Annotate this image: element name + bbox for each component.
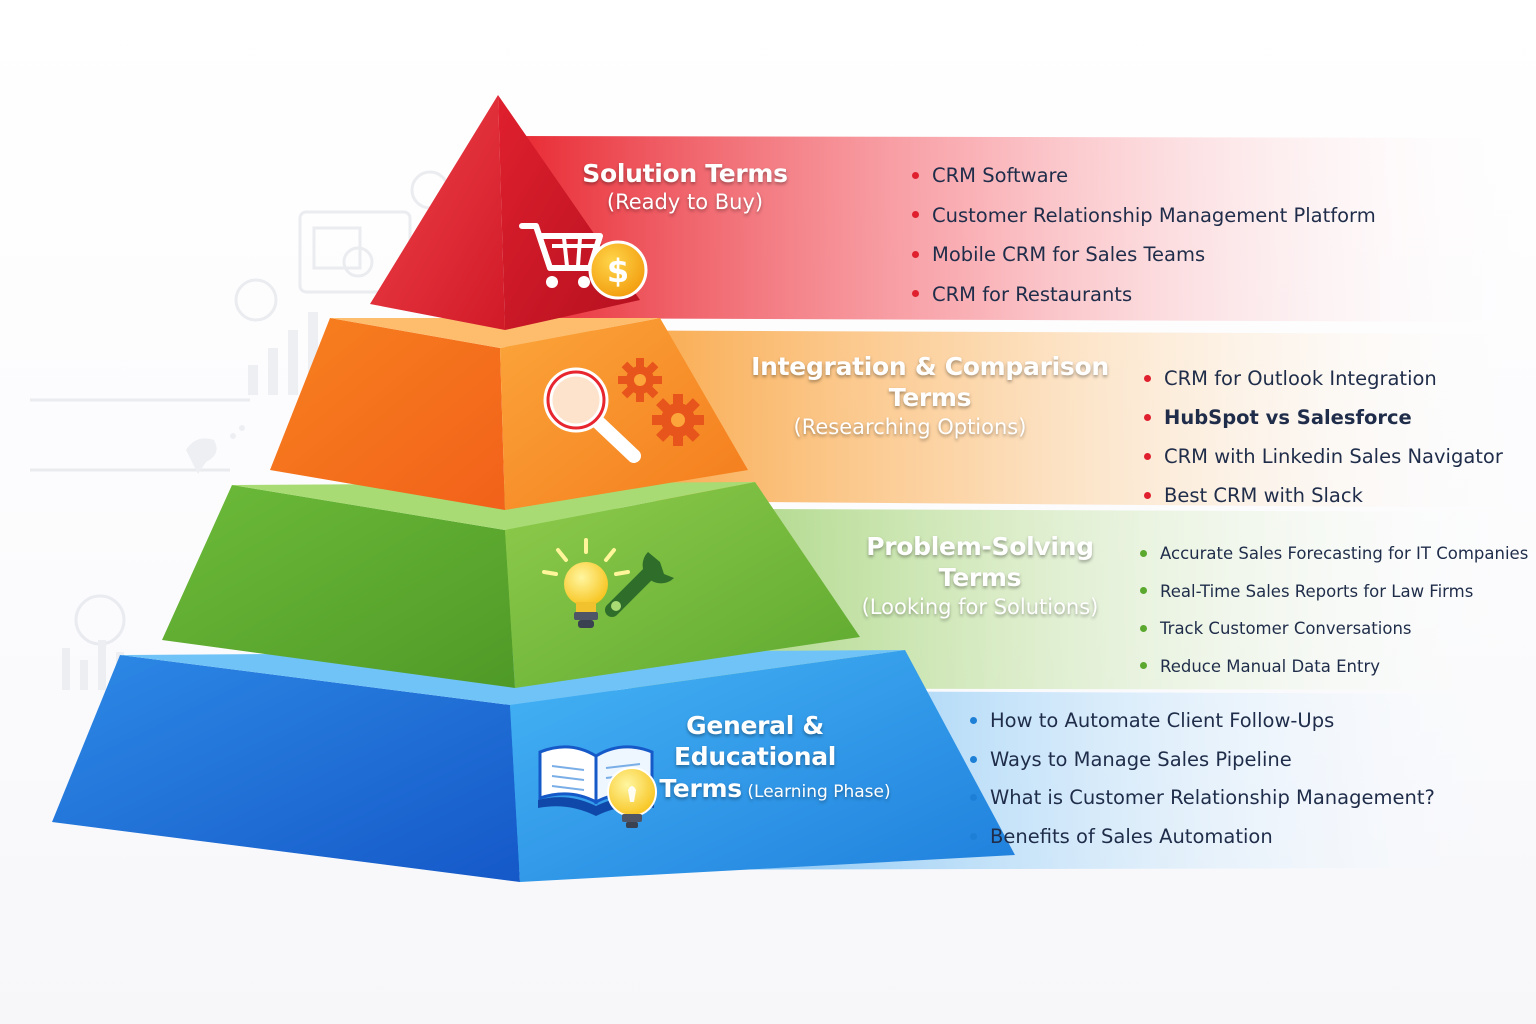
pyramid-tier-integration [270,318,748,510]
list-item: Ways to Manage Sales Pipeline [968,741,1435,780]
problem-solving-terms-list: Accurate Sales Forecasting for IT Compan… [1138,535,1528,685]
tier-heading: General & Educational [673,711,837,772]
list-item: What is Customer Relationship Management… [968,779,1435,818]
tier-title-general: General & Educational Terms (Learning Ph… [610,710,900,804]
bullet-dot-icon [1140,662,1147,670]
list-item: Benefits of Sales Automation [968,818,1435,857]
tier-heading: Problem-Solving Terms [866,532,1094,593]
tier-title-integration: Integration & Comparison Terms (Research… [720,351,1140,440]
lightbulb-wrench-icon [542,538,674,628]
tier-heading: Solution Terms [582,159,788,188]
solution-terms-list: CRM Software Customer Relationship Manag… [910,156,1376,314]
tier-heading: Integration & Comparison Terms [751,352,1109,413]
magnifier-gears-icon [543,358,704,463]
pyramid-tier-problem [162,482,860,688]
list-item: Mobile CRM for Sales Teams [910,235,1376,275]
bullet-dot-icon [1144,413,1151,421]
tier-subheading: (Ready to Buy) [606,190,764,215]
tier-subheading: (Learning Phase) [747,781,891,802]
list-item: How to Automate Client Follow-Ups [968,702,1435,741]
tier-heading-line2: Terms [659,773,742,803]
list-item: Best CRM with Slack [1142,476,1503,515]
list-item: CRM for Restaurants [910,275,1376,315]
tier-title-problem: Problem-Solving Terms (Looking for Solut… [835,531,1125,620]
list-item: CRM for Outlook Integration [1142,359,1503,398]
bullet-dot-icon [970,755,977,763]
bullet-dot-icon [912,250,919,258]
bullet-dot-icon [1140,549,1147,557]
list-item: Track Customer Conversations [1138,610,1528,648]
bullet-dot-icon [1140,624,1147,632]
bullet-dot-icon [970,832,977,840]
bullet-dot-icon [912,290,919,298]
list-item: CRM Software [910,156,1376,196]
list-item: CRM with Linkedin Sales Navigator [1142,437,1503,476]
list-item: Real-Time Sales Reports for Law Firms [1138,573,1528,611]
bullet-dot-icon [1144,374,1151,382]
bullet-dot-icon [970,794,977,802]
bullet-dot-icon [970,717,977,725]
integration-terms-list: CRM for Outlook Integration HubSpot vs S… [1142,359,1503,515]
bullet-dot-icon [912,211,919,219]
bullet-dot-icon [1140,587,1147,595]
bullet-dot-icon [912,171,919,179]
tier-title-solution: Solution Terms (Ready to Buy) [560,158,810,216]
shopping-cart-dollar-icon: $ [519,223,648,300]
general-terms-list: How to Automate Client Follow-Ups Ways t… [968,702,1435,856]
list-item: Accurate Sales Forecasting for IT Compan… [1138,535,1528,573]
list-item: Reduce Manual Data Entry [1138,648,1528,686]
svg-text:$: $ [607,252,629,290]
tier-subheading: (Looking for Solutions) [861,594,1099,619]
list-item: Customer Relationship Management Platfor… [910,196,1376,236]
list-item: HubSpot vs Salesforce [1142,398,1503,437]
tier-subheading: (Researching Options) [793,414,1027,439]
bullet-dot-icon [1144,452,1151,460]
bullet-dot-icon [1144,491,1151,499]
book-lightbulb-icon [538,745,657,828]
